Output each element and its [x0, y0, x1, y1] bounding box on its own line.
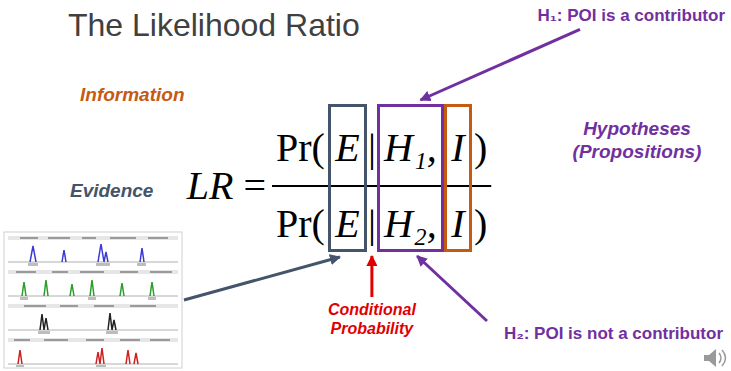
evidence-label: Evidence [70, 180, 153, 203]
highlight-box: II [444, 104, 472, 252]
formula-lr: LR [187, 166, 234, 206]
slide-title: The Likelihood Ratio [68, 6, 360, 44]
formula-term: I [451, 204, 464, 244]
electropherogram [4, 232, 182, 368]
formula-paren: ) [474, 204, 487, 244]
formula-term: I [451, 128, 464, 168]
highlight-box: EE [328, 104, 367, 252]
conditional-probability-label: Conditional Probability [312, 300, 432, 338]
leader-arrow [370, 256, 373, 297]
formula-equals: = [243, 166, 266, 206]
highlight-box: H₁, H₂, [377, 104, 444, 252]
hypotheses-heading: Hypotheses (Propositions) [562, 118, 712, 164]
speaker-icon [704, 349, 726, 367]
formula-paren: ) [474, 128, 487, 168]
formula-term: H₂, [384, 204, 437, 244]
formula-term: E [335, 128, 359, 168]
formula-term: E [335, 204, 359, 244]
hypothesis-label: H₁: POI is a contributor [500, 6, 725, 26]
leader-arrow [184, 257, 340, 300]
hypothesis-label: H₂: POI is not a contributor [478, 324, 723, 344]
formula-pr: Pr( [276, 128, 325, 168]
information-label: Information [80, 84, 185, 107]
formula-given-bar: | [368, 204, 376, 244]
leader-arrow [417, 256, 487, 321]
formula-term: H₁, [384, 128, 437, 168]
formula-pr: Pr( [276, 204, 325, 244]
leader-arrow [420, 29, 580, 100]
formula-given-bar: | [368, 128, 376, 168]
fraction-bar [272, 185, 491, 187]
